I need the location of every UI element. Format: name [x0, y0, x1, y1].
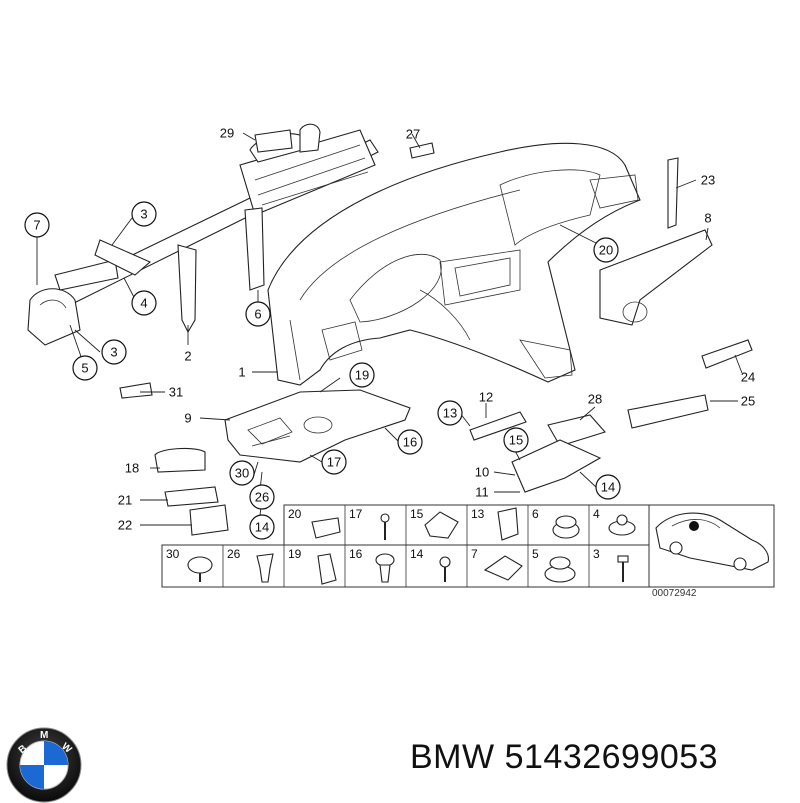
svg-text:14: 14	[601, 480, 615, 495]
grid-label-16: 16	[349, 547, 363, 561]
svg-text:19: 19	[355, 368, 369, 383]
grid-label-3: 3	[593, 547, 600, 561]
callout-25: 25	[741, 394, 755, 409]
svg-text:3: 3	[110, 345, 117, 360]
grid-label-15: 15	[410, 507, 424, 521]
svg-text:4: 4	[140, 296, 147, 311]
svg-text:16: 16	[403, 435, 417, 450]
caption-brand: BMW	[410, 738, 495, 776]
grommet-6-icon	[552, 515, 580, 539]
callout-23: 23	[701, 173, 715, 188]
push-rivet-30-icon	[187, 556, 213, 582]
callouts-circled: 7 3 4 3 5 6 19 16 17 30 26 14 13 15 14 2…	[24, 201, 621, 540]
clip-7-icon	[483, 555, 523, 581]
callout-15: 15	[503, 427, 529, 453]
grid-label-13: 13	[471, 507, 485, 521]
callout-22: 22	[118, 518, 132, 533]
logo-letter-m: M	[40, 730, 48, 741]
svg-text:3: 3	[140, 207, 147, 222]
callout-16: 16	[397, 429, 423, 455]
svg-text:7: 7	[33, 218, 40, 233]
grid-label-7: 7	[471, 547, 478, 561]
dashboard-panel	[267, 142, 641, 386]
callout-7: 7	[24, 212, 50, 238]
callout-20: 20	[593, 237, 619, 263]
car-thumbnail-icon	[655, 512, 769, 571]
grid-label-20: 20	[288, 507, 302, 521]
svg-text:15: 15	[509, 433, 523, 448]
screw-17-icon	[380, 513, 390, 540]
callout-28: 28	[588, 392, 602, 407]
svg-text:13: 13	[443, 406, 457, 421]
fastener-grid: 20 17 15 13 6 4 30 26 19 16 14 7 5 3	[161, 504, 775, 599]
callout-13: 13	[437, 400, 463, 426]
screw-14-icon	[439, 556, 451, 582]
svg-text:26: 26	[255, 490, 269, 505]
grid-label-5: 5	[532, 547, 539, 561]
clip-4-icon	[608, 514, 636, 536]
clip-13-icon	[497, 507, 519, 541]
grid-label-26: 26	[227, 547, 241, 561]
callout-29: 29	[220, 126, 234, 141]
callout-26: 26	[249, 484, 275, 510]
grid-label-6: 6	[532, 507, 539, 521]
callout-19: 19	[349, 362, 375, 388]
callout-11: 11	[475, 485, 489, 500]
lower-trim-panel	[224, 389, 411, 463]
callout-3-top: 3	[131, 201, 157, 227]
callout-4: 4	[131, 290, 157, 316]
callout-8: 8	[704, 211, 711, 226]
callouts-plain: 2 1 31 9 18 21 22 29 27 23 8 24 25 28 12…	[118, 126, 755, 533]
bmw-roundel-icon: B M W	[6, 727, 82, 803]
callout-14-left: 14	[249, 514, 275, 540]
callout-3-bottom: 3	[101, 339, 127, 365]
small-parts	[119, 129, 753, 536]
grid-label-14: 14	[410, 547, 424, 561]
svg-text:20: 20	[599, 243, 613, 258]
callout-10: 10	[475, 465, 489, 480]
clip-20-icon	[311, 517, 341, 539]
grid-label-19: 19	[288, 547, 302, 561]
callout-27: 27	[406, 127, 420, 142]
callout-31: 31	[169, 385, 183, 400]
grid-label-30: 30	[166, 547, 180, 561]
callout-30: 30	[229, 460, 255, 486]
reference-code: 00072942	[652, 588, 697, 599]
callout-24: 24	[741, 370, 755, 385]
nut-clip-15-icon	[424, 511, 459, 539]
caption-part-number: 51432699053	[504, 738, 719, 776]
svg-text:14: 14	[255, 520, 269, 535]
callout-18: 18	[125, 461, 139, 476]
callout-5: 5	[72, 355, 98, 381]
callout-14-right: 14	[595, 474, 621, 500]
callout-2: 2	[184, 349, 191, 364]
callout-6: 6	[245, 301, 271, 327]
grid-label-17: 17	[349, 507, 363, 521]
cross-car-beam	[27, 123, 379, 346]
bolt-3-icon	[617, 555, 629, 582]
svg-text:17: 17	[327, 455, 341, 470]
svg-text:30: 30	[235, 466, 249, 481]
expanding-rivet-26-icon	[256, 553, 274, 583]
callout-12: 12	[479, 390, 493, 405]
svg-text:5: 5	[81, 361, 88, 376]
clip-19-icon	[317, 553, 337, 585]
callout-21: 21	[118, 493, 132, 508]
plug-16-icon	[375, 553, 395, 583]
callout-9: 9	[184, 411, 191, 426]
grommet-5-icon	[544, 556, 576, 583]
callout-1: 1	[238, 365, 245, 380]
callout-17: 17	[321, 449, 347, 475]
grid-label-4: 4	[593, 507, 600, 521]
svg-text:6: 6	[254, 307, 261, 322]
